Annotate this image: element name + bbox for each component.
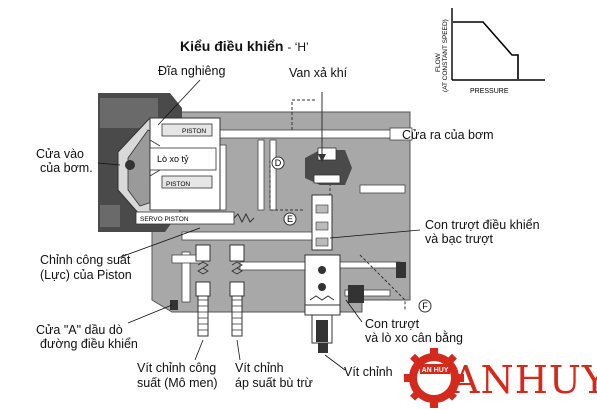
marker-d: D: [275, 158, 282, 168]
piston-top-label: PISTON: [182, 128, 206, 135]
adjust-screws: [170, 244, 245, 337]
label-bleed-valve: Van xả khí: [289, 66, 348, 80]
marker-e: E: [287, 214, 293, 224]
label-adjust-screw: Vít chỉnh: [344, 365, 393, 379]
graph-y-label-2: (AT CONSTANT SPEED): [442, 19, 449, 92]
logo-badge-text: AN HUY: [422, 367, 449, 374]
control-spool: [311, 194, 333, 251]
title-text: Kiểu điều khiển: [180, 38, 284, 54]
flow-pressure-graph: FLOW (AT CONSTANT SPEED) PRESSURE: [435, 8, 545, 95]
piston-bottom-label: PISTON: [166, 181, 190, 188]
spring-ratio-label: Lò xo tỷ: [157, 154, 189, 164]
title-suffix: - ‘H’: [287, 40, 309, 54]
label-swash-plate: Đĩa nghiêng: [158, 64, 226, 78]
marker-f: F: [422, 301, 428, 311]
label-balance-spool-2: và lò xo cân bằng: [365, 331, 463, 345]
label-pump-inlet-1: Cửa vào: [36, 147, 84, 161]
balance-spool: [304, 254, 341, 353]
anhuy-logo-gear: AN HUY: [404, 348, 464, 408]
oil-passages: [171, 127, 413, 303]
servo-piston-label: SERVO PISTON: [140, 216, 189, 223]
label-torque-screw-2: suất (Mô men): [137, 376, 218, 390]
servo-spring: [233, 212, 255, 224]
graph-curve: [453, 21, 519, 79]
label-torque-screw-1: Vít chỉnh công: [137, 361, 217, 375]
bleed-valve: [305, 92, 352, 185]
label-control-spool-2: và bạc trượt: [425, 232, 493, 246]
leader-lines: [97, 79, 421, 371]
markers: D E F: [271, 156, 432, 313]
label-balance-spool-1: Con trượt: [365, 317, 420, 331]
label-power-adjust-1: Chỉnh công suất: [40, 253, 131, 267]
valve-body: [98, 93, 411, 313]
piston-block: PISTON Lò xo tỷ PISTON SERVO PISTON: [135, 117, 255, 225]
label-pump-inlet-2: của bơm.: [40, 161, 93, 175]
label-control-spool-1: Con trượt điều khiển: [425, 218, 540, 232]
label-port-a-1: Cửa "A" dầu dò: [36, 323, 123, 337]
label-comp-screw-1: Vít chỉnh: [235, 361, 284, 375]
brand-wordmark: ANHUY: [452, 358, 597, 402]
right-plug: [348, 262, 406, 303]
label-port-a-2: đường điều khiển: [40, 337, 138, 351]
graph-x-label: PRESSURE: [470, 88, 509, 95]
graph-y-label-1: FLOW: [435, 52, 442, 72]
diagram-title: Kiểu điều khiển - ‘H’: [180, 38, 309, 54]
label-pump-outlet: Cửa ra của bơm: [402, 128, 494, 142]
label-power-adjust-2: (Lực) của Piston: [40, 268, 132, 282]
label-comp-screw-2: áp suất bù trừ: [235, 376, 313, 390]
